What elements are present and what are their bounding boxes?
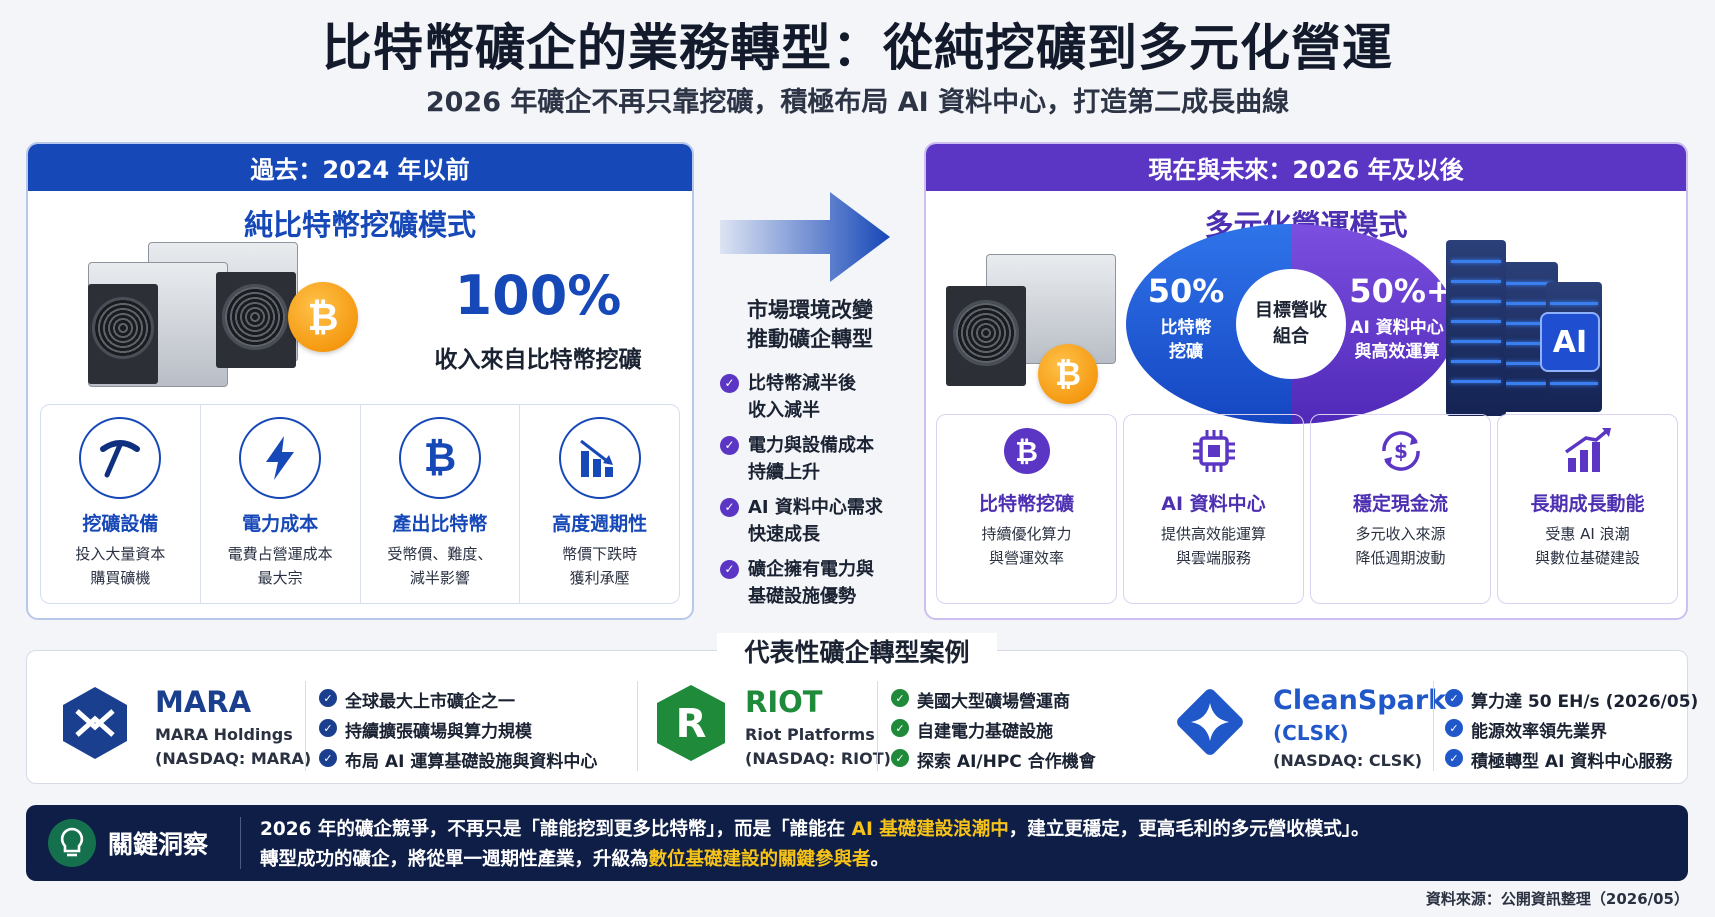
source-note: 資料來源：公開資訊整理（2026/05） (1425, 890, 1689, 908)
reason-item: ✓AI 資料中心需求快速成長 (720, 494, 920, 548)
pickaxe-icon (79, 417, 162, 499)
pie-left-label: 比特幣挖礦 (1160, 318, 1212, 362)
mining-rig-illustration (946, 254, 1121, 394)
check-icon: ✓ (720, 498, 739, 517)
feature-title: 產出比特幣 (392, 513, 488, 535)
case-riot: R RIOT Riot Platforms (NASDAQ: RIOT) ✓美國… (637, 651, 1147, 785)
check-icon: ✓ (720, 436, 739, 455)
case-ticker: (NASDAQ: CLSK) (1273, 751, 1423, 770)
page-subtitle: 2026 年礦企不再只靠挖礦，積極布局 AI 資料中心，打造第二成長曲線 (425, 87, 1290, 118)
transition-title: 市場環境改變推動礦企轉型 (747, 298, 873, 351)
reason-item: ✓比特幣減半後收入減半 (720, 370, 920, 424)
feature-desc: 多元收入來源降低週期波動 (1355, 525, 1446, 567)
case-bullet: ✓算力達 50 EH/s (2026/05) (1445, 687, 1698, 712)
key-insight-banner: 關鍵洞察 2026 年的礦企競爭，不再只是「誰能挖到更多比特幣」，而是「誰能在 … (26, 805, 1688, 881)
case-bullet: ✓全球最大上市礦企之一 (319, 687, 515, 712)
case-mara: MARA MARA Holdings (NASDAQ: MARA) ✓全球最大上… (27, 651, 637, 785)
past-revenue-label: 收入來自比特幣挖礦 (434, 347, 642, 373)
pie-center-label: 目標營收組合 (1236, 269, 1346, 379)
revenue-mix-chart: 50% 比特幣挖礦 50%+ AI 資料中心與高效運算 目標營收組合 (1126, 224, 1456, 424)
bitcoin-icon: ₿ (398, 417, 481, 499)
lightning-icon (239, 417, 322, 499)
bitcoin-coin-icon: ₿ (288, 282, 358, 352)
feature-stable-cashflow: $ 穩定現金流 多元收入來源降低週期波動 (1310, 414, 1491, 604)
pie-left-percent: 50% (1147, 272, 1225, 310)
cases-title: 代表性礦企轉型案例 (717, 633, 997, 669)
check-icon: ✓ (720, 374, 739, 393)
case-name: MARA (155, 685, 252, 719)
case-cleanspark: CleanSpark (CLSK) (NASDAQ: CLSK) ✓算力達 50… (1147, 651, 1698, 785)
page-title: 比特幣礦企的業務轉型：從純挖礦到多元化營運 (322, 19, 1393, 77)
case-ticker: (NASDAQ: MARA) (155, 749, 312, 768)
past-features: 挖礦設備 投入大量資本購買礦機 電力成本 電費占營運成本最大宗 ₿ 產出比特幣 … (40, 404, 680, 604)
chart-down-icon (558, 417, 641, 499)
past-panel-header: 過去：2024 年以前 (28, 144, 692, 191)
case-bullet: ✓布局 AI 運算基礎設施與資料中心 (319, 747, 597, 772)
insight-label: 關鍵洞察 (108, 830, 209, 859)
case-bullet: ✓持續擴張礦場與算力規模 (319, 717, 532, 742)
ai-chip-icon: AI (1540, 312, 1600, 372)
case-company: MARA Holdings (155, 725, 293, 744)
svg-text:R: R (676, 701, 707, 747)
case-bullet: ✓積極轉型 AI 資料中心服務 (1445, 747, 1672, 772)
feature-desc: 持續優化算力與營運效率 (981, 525, 1072, 567)
cases-panel: MARA MARA Holdings (NASDAQ: MARA) ✓全球最大上… (26, 650, 1698, 785)
feature-desc: 提供高效能運算與雲端服務 (1160, 525, 1266, 567)
case-company: Riot Platforms (745, 725, 875, 744)
feature-power-cost: 電力成本 電費占營運成本最大宗 (199, 405, 360, 603)
insight-line-2: 轉型成功的礦企，將從單一週期性產業，升級為數位基礎建設的關鍵參與者。 (260, 849, 890, 870)
feature-title: 電力成本 (242, 513, 319, 535)
bitcoin-icon: ₿ (999, 423, 1055, 479)
case-code: (CLSK) (1273, 721, 1349, 745)
feature-bitcoin-output: ₿ 產出比特幣 受幣價、難度、減半影響 (359, 405, 520, 603)
mining-rig-illustration (68, 242, 318, 387)
feature-title: AI 資料中心 (1161, 493, 1266, 515)
bitcoin-coin-icon: ₿ (1038, 344, 1098, 404)
case-bullet: ✓能源效率領先業界 (1445, 717, 1607, 742)
pie-right-label: AI 資料中心與高效運算 (1350, 318, 1444, 362)
reason-item: ✓電力與設備成本持續上升 (720, 432, 920, 486)
past-panel-subtitle: 純比特幣挖礦模式 (243, 208, 476, 242)
feature-title: 高度週期性 (552, 513, 648, 535)
future-panel-header: 現在與未來：2026 年及以後 (926, 144, 1686, 191)
case-name: CleanSpark (1273, 685, 1447, 716)
feature-ai-datacenter: AI 資料中心 提供高效能運算與雲端服務 (1123, 414, 1304, 604)
past-revenue-percent: 100% (454, 264, 622, 327)
feature-title: 長期成長動能 (1530, 493, 1645, 515)
riot-logo-icon: R (657, 685, 725, 761)
pie-right-percent: 50%+ (1349, 272, 1453, 310)
case-bullet: ✓探索 AI/HPC 合作機會 (891, 747, 1096, 772)
case-name: RIOT (745, 685, 823, 719)
chip-icon (1186, 423, 1242, 479)
feature-desc: 電費占營運成本最大宗 (227, 545, 333, 587)
cleanspark-logo-icon (1177, 689, 1243, 755)
insight-line-1: 2026 年的礦企競爭，不再只是「誰能挖到更多比特幣」，而是「誰能在 AI 基礎… (260, 819, 1370, 840)
feature-title: 穩定現金流 (1352, 493, 1448, 515)
feature-desc: 幣價下跌時獲利承壓 (562, 545, 638, 587)
transition-arrow-icon (720, 192, 890, 282)
growth-chart-icon (1560, 423, 1616, 479)
feature-mining-equipment: 挖礦設備 投入大量資本購買礦機 (41, 405, 200, 603)
svg-text:$: $ (1394, 439, 1408, 463)
feature-long-term-growth: 長期成長動能 受惠 AI 浪潮與數位基礎建設 (1497, 414, 1678, 604)
feature-desc: 受惠 AI 浪潮與數位基礎建設 (1534, 525, 1640, 567)
reason-item: ✓礦企擁有電力與基礎設施優勢 (720, 556, 920, 610)
case-bullet: ✓美國大型礦場營運商 (891, 687, 1070, 712)
feature-bitcoin-mining: ₿ 比特幣挖礦 持續優化算力與營運效率 (936, 414, 1117, 604)
case-bullet: ✓自建電力基礎設施 (891, 717, 1053, 742)
dollar-cycle-icon: $ (1373, 423, 1429, 479)
feature-title: 比特幣挖礦 (978, 493, 1074, 515)
feature-cyclicality: 高度週期性 幣價下跌時獲利承壓 (519, 405, 679, 603)
future-features: ₿ 比特幣挖礦 持續優化算力與營運效率 AI 資料中心 提供高效能運算與雲端服務… (936, 414, 1678, 604)
past-panel: 過去：2024 年以前 純比特幣挖礦模式 ₿ 100% 收入來自比特幣挖礦 挖礦… (26, 142, 694, 620)
feature-desc: 投入大量資本購買礦機 (75, 545, 166, 587)
feature-title: 挖礦設備 (82, 513, 159, 535)
mara-logo-icon (63, 687, 127, 759)
lightbulb-icon (48, 819, 96, 867)
case-ticker: (NASDAQ: RIOT) (745, 749, 891, 768)
check-icon: ✓ (720, 560, 739, 579)
feature-desc: 受幣價、難度、減半影響 (387, 545, 493, 587)
future-panel: 現在與未來：2026 年及以後 多元化營運模式 ₿ 50% 比特幣挖礦 50%+… (924, 142, 1688, 620)
